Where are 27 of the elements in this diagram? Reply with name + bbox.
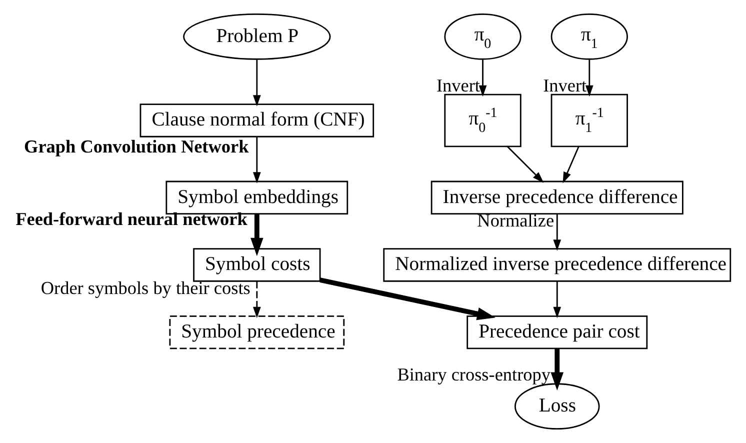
arrow — [478, 60, 487, 97]
edge-label: Invert — [543, 75, 587, 96]
node-ellipse: π$_{0}$ — [444, 13, 522, 60]
node-ellipse: Loss — [514, 383, 600, 430]
arrow — [320, 278, 496, 320]
node-ellipse: π$_{1}$ — [550, 13, 628, 60]
arrow — [562, 146, 580, 184]
node-box: Inverse precedence difference — [430, 180, 684, 214]
edge-label: Invert — [436, 75, 480, 96]
arrow — [585, 60, 594, 97]
edge-label: Graph Convolution Network — [24, 136, 249, 157]
arrow — [250, 214, 264, 256]
edge-label: Binary cross-entropy — [397, 364, 551, 385]
arrow — [252, 60, 261, 106]
arrow — [553, 281, 562, 318]
node-box: Clause normal form (CNF) — [140, 104, 374, 138]
node-box: Symbol embeddings — [166, 180, 348, 214]
arrow — [550, 348, 564, 391]
node-box: Symbol precedence — [169, 315, 345, 350]
node-ellipse: Problem P — [183, 13, 331, 60]
arrow — [252, 281, 261, 318]
node-box: Precedence pair cost — [466, 315, 648, 350]
arrow — [252, 136, 261, 184]
arrow — [507, 146, 544, 183]
node-box: Symbol costs — [193, 248, 321, 282]
node-box: Normalized inverse precedence difference — [383, 248, 732, 282]
arrow — [553, 214, 562, 251]
